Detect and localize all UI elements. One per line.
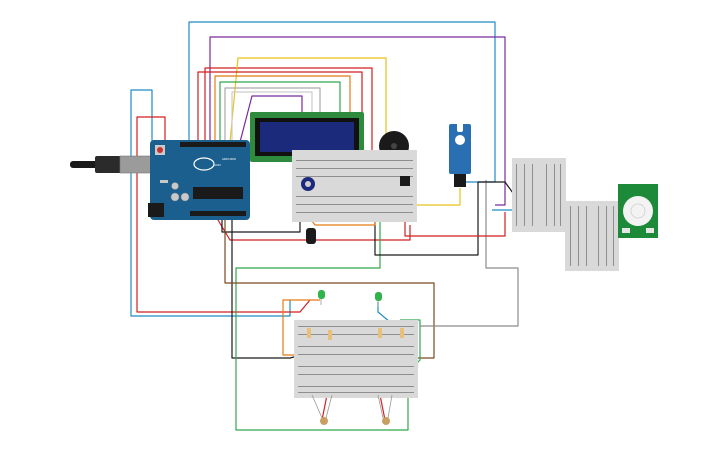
arduino-analog-header <box>190 211 246 216</box>
pir-pot-2 <box>646 228 654 233</box>
servo-hub <box>455 135 465 145</box>
pir-pot-1 <box>622 228 630 233</box>
main-breadboard[interactable] <box>292 150 417 244</box>
power-jack <box>148 203 164 217</box>
usb-cable <box>70 161 100 168</box>
arduino-digital-header <box>180 142 246 147</box>
small-breadboard-2-body <box>565 201 619 271</box>
wire-gray-lcd-2[interactable] <box>231 91 313 142</box>
pir-dome-inner <box>630 203 646 219</box>
wire-blue-led[interactable] <box>377 302 391 323</box>
usb-port <box>119 155 153 174</box>
wire-gray-lcd-1[interactable] <box>224 87 321 142</box>
main-breadboard-holes <box>296 160 413 213</box>
servo-motor[interactable] <box>449 118 471 187</box>
pir-dome <box>623 196 653 226</box>
small-breadboard-1-holes <box>516 164 561 226</box>
resistor-4 <box>400 328 404 338</box>
led-2-body <box>375 292 382 301</box>
wire-black-servo[interactable] <box>374 181 519 256</box>
potentiometer-knob[interactable] <box>305 181 311 187</box>
wire-red-left[interactable] <box>136 116 311 313</box>
bottom-breadboard-holes <box>298 326 414 393</box>
usb-plug <box>95 156 121 173</box>
lcd-display[interactable] <box>250 112 364 163</box>
capacitor-2 <box>180 192 190 202</box>
pir-sensor[interactable] <box>618 184 658 238</box>
wire-red-lcd-2[interactable] <box>197 71 363 142</box>
servo-body <box>449 124 471 174</box>
small-breadboard-1[interactable] <box>512 158 566 232</box>
lcd-screen <box>260 122 354 152</box>
photoresistor-1[interactable] <box>311 394 333 425</box>
arduino-uno-label: UNO <box>214 163 221 167</box>
arduino-brand-label: ARDUINO <box>222 157 237 161</box>
wire-red-servo[interactable] <box>404 212 506 237</box>
wire-yellow-servo[interactable] <box>410 188 461 206</box>
arduino-logo <box>193 157 215 171</box>
arduino-uno[interactable]: UNO ARDUINO <box>70 140 250 220</box>
photoresistor-1-body <box>320 417 328 425</box>
wire-red-lcd-1[interactable] <box>204 67 373 150</box>
small-breadboard-2[interactable] <box>565 201 619 271</box>
servo-connector <box>454 174 466 187</box>
small-breadboard-1-body <box>512 158 566 232</box>
wire-orange-lcd[interactable] <box>214 75 351 142</box>
small-breadboard-2-holes <box>570 206 614 266</box>
wire-yellow-lcd[interactable] <box>229 57 387 178</box>
photoresistor-2[interactable] <box>377 394 393 425</box>
wire-black-ground[interactable] <box>221 218 301 233</box>
reset-button-cap[interactable] <box>157 147 163 153</box>
photoresistor-2-leg-b <box>387 394 393 419</box>
bottom-breadboard[interactable] <box>294 320 418 398</box>
wire-gray-right[interactable] <box>420 180 519 327</box>
crystal <box>160 180 168 183</box>
wire-green-lcd[interactable] <box>219 81 341 142</box>
electrolytic-capacitor <box>306 228 316 244</box>
resistor-2 <box>328 330 332 340</box>
buzzer-hole <box>391 143 397 149</box>
led-1[interactable] <box>318 290 325 305</box>
led-1-body <box>318 290 325 299</box>
servo-horn <box>457 118 463 132</box>
photoresistor-1-leg-b <box>325 394 333 419</box>
wire-blue-left[interactable] <box>130 89 291 317</box>
capacitor-3 <box>171 182 179 190</box>
transistor <box>400 176 410 186</box>
wire-green-bottom[interactable] <box>235 215 409 431</box>
atmega-chip <box>193 187 243 199</box>
wire-brown-loop[interactable] <box>224 215 435 359</box>
wire-orange-led[interactable] <box>282 299 320 356</box>
capacitor-1 <box>170 192 180 202</box>
photoresistor-2-leg-a <box>377 394 384 419</box>
resistor-1 <box>307 328 311 338</box>
resistor-3 <box>378 328 382 338</box>
bottom-breadboard-body <box>294 320 418 398</box>
wire-purple-lcd[interactable] <box>239 95 303 143</box>
photoresistor-2-body <box>382 417 390 425</box>
led-2[interactable] <box>375 292 382 307</box>
photoresistor-1-leg-a <box>311 394 323 419</box>
